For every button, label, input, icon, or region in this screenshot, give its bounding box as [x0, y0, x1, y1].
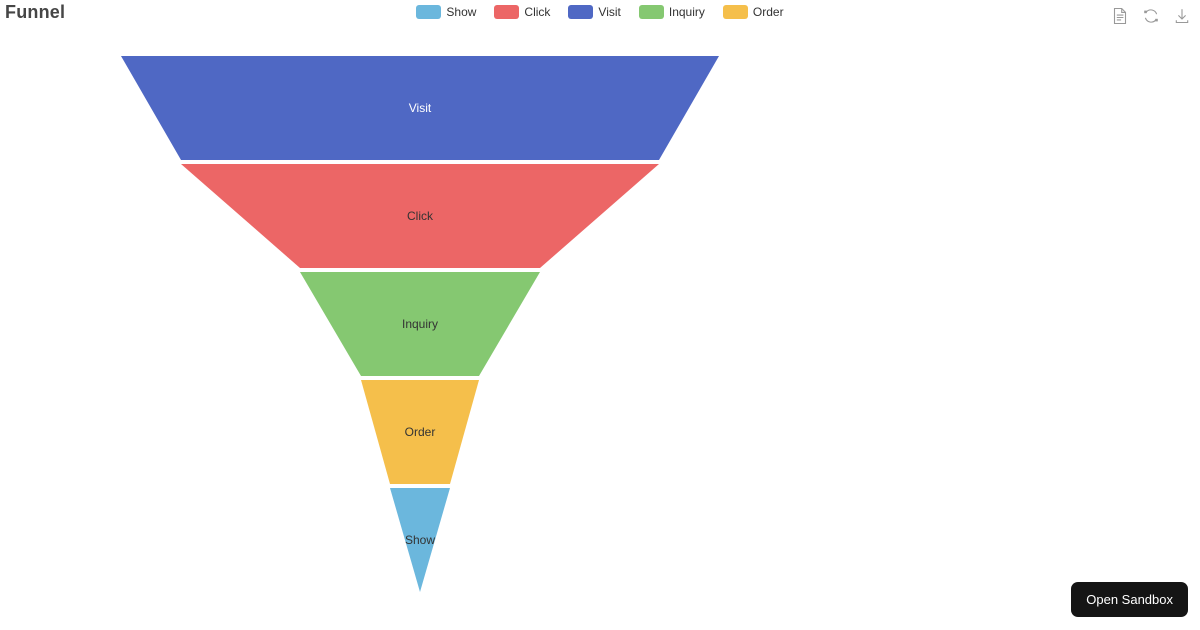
legend-swatch-order	[722, 5, 748, 19]
chart-header: Funnel Show Click Visit Inquiry Order	[0, 0, 1200, 32]
funnel-label-order: Order	[405, 425, 436, 439]
funnel-segment-group	[121, 56, 719, 592]
download-icon[interactable]	[1172, 6, 1192, 26]
funnel-segment-click[interactable]	[181, 164, 659, 268]
restore-icon[interactable]	[1141, 6, 1161, 26]
legend-label-show: Show	[446, 5, 477, 19]
legend-label-visit: Visit	[598, 5, 621, 19]
data-view-icon[interactable]	[1110, 6, 1130, 26]
funnel-label-show: Show	[405, 533, 435, 547]
funnel-segment-order[interactable]	[361, 380, 479, 484]
legend-swatch-click	[494, 5, 520, 19]
legend-item-visit[interactable]: Visit	[568, 5, 621, 19]
funnel-segment-inquiry[interactable]	[300, 272, 540, 376]
legend-label-click: Click	[524, 5, 551, 19]
legend-item-show[interactable]: Show	[416, 5, 476, 19]
open-sandbox-button[interactable]: Open Sandbox	[1071, 582, 1188, 617]
page-title: Funnel	[5, 2, 66, 22]
legend-item-order[interactable]: Order	[722, 5, 784, 19]
funnel-segment-visit[interactable]	[121, 56, 719, 160]
funnel-label-inquiry: Inquiry	[402, 317, 438, 331]
funnel-segment-show[interactable]	[390, 488, 450, 592]
legend-swatch-visit	[568, 5, 594, 19]
legend-swatch-inquiry	[638, 5, 664, 19]
legend-label-inquiry: Inquiry	[668, 5, 705, 19]
funnel-label-click: Click	[407, 209, 434, 223]
legend-label-order: Order	[752, 5, 784, 19]
legend-item-click[interactable]: Click	[494, 5, 550, 19]
legend-item-inquiry[interactable]: Inquiry	[638, 5, 705, 19]
chart-toolbox	[1110, 6, 1192, 26]
chart-legend: Show Click Visit Inquiry Order	[0, 5, 1200, 19]
funnel-label-visit: Visit	[409, 101, 432, 115]
legend-swatch-show	[416, 5, 442, 19]
